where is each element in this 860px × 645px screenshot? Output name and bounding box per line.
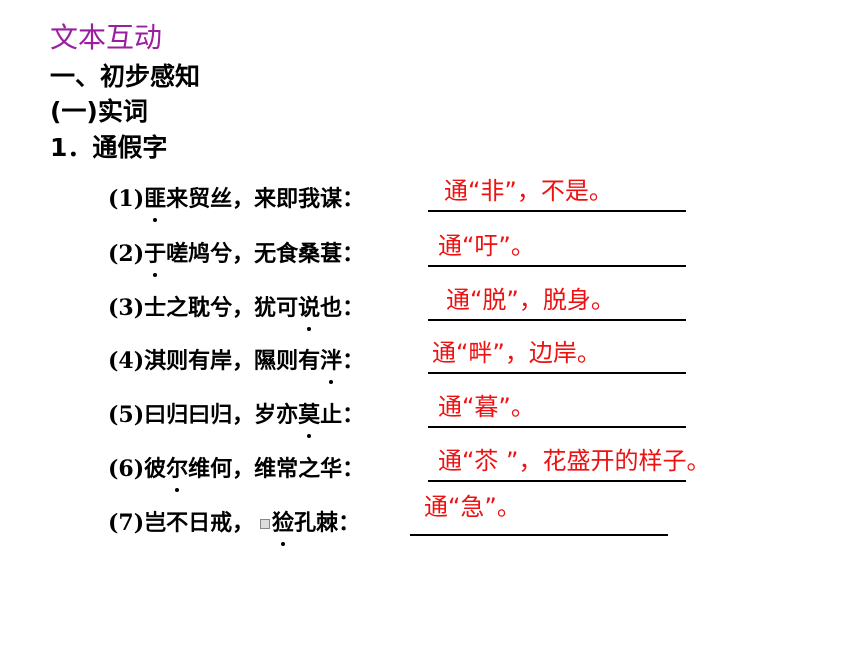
emphasis-char: 尔 xyxy=(166,452,188,492)
answer-text: 通“苶 ”，花盛开的样子。 xyxy=(438,447,711,475)
emphasis-char: 泮 xyxy=(320,344,342,384)
answer-blank xyxy=(410,534,668,536)
question-text: (6)彼尔维何，维常之华： xyxy=(108,452,364,492)
list-item: (5)曰归曰归，岁亦莫止： 通“暮”。 xyxy=(108,392,828,442)
question-text: (2)于嗟鸠兮，无食桑葚： xyxy=(108,237,364,277)
emphasis-char: 说 xyxy=(298,291,320,331)
emphasis-char: 于 xyxy=(144,237,166,277)
answer-text: 通“脱”，脱身。 xyxy=(446,286,615,314)
question-text: (1)匪来贸丝，来即我谋： xyxy=(108,182,364,222)
answer-text: 通“急”。 xyxy=(424,493,521,521)
heading-primary: 一、初步感知 xyxy=(50,62,201,91)
answer-text: 通“吁”。 xyxy=(438,232,535,260)
emphasis-char: 莫 xyxy=(298,398,320,438)
answer-text: 通“暮”。 xyxy=(438,393,535,421)
question-text: (7)岂不日戒，猃孔棘： xyxy=(108,506,360,546)
cursor-icon xyxy=(260,519,271,529)
answer-blank xyxy=(428,426,686,428)
list-item: (2)于嗟鸠兮，无食桑葚： 通“吁”。 xyxy=(108,231,828,281)
list-item: (1)匪来贸丝，来即我谋： 通“非”，不是。 xyxy=(108,176,828,226)
answer-text: 通“非”，不是。 xyxy=(444,177,613,205)
section-title: 文本互动 xyxy=(50,21,163,54)
emphasis-char: 匪 xyxy=(144,182,166,222)
heading-secondary: (一)实词 xyxy=(50,97,148,126)
question-text: (4)淇则有岸，隰则有泮： xyxy=(108,344,364,384)
list-item: (3)士之耽兮，犹可说也： 通“脱”，脱身。 xyxy=(108,285,828,335)
answer-blank xyxy=(428,210,686,212)
question-text: (3)士之耽兮，犹可说也： xyxy=(108,291,364,331)
emphasis-char: 猃 xyxy=(272,506,294,546)
answer-blank xyxy=(428,372,686,374)
answer-blank xyxy=(428,480,686,482)
question-text: (5)曰归曰归，岁亦莫止： xyxy=(108,398,364,438)
list-item: (6)彼尔维何，维常之华： 通“苶 ”，花盛开的样子。 xyxy=(108,446,828,496)
answer-blank xyxy=(428,265,686,267)
list-item: (7)岂不日戒，猃孔棘： 通“急”。 xyxy=(108,493,828,550)
list-item: (4)淇则有岸，隰则有泮： 通“畔”，边岸。 xyxy=(108,338,828,388)
answer-text: 通“畔”，边岸。 xyxy=(432,339,601,367)
answer-blank xyxy=(428,319,686,321)
heading-tertiary: 1．通假字 xyxy=(50,133,168,162)
